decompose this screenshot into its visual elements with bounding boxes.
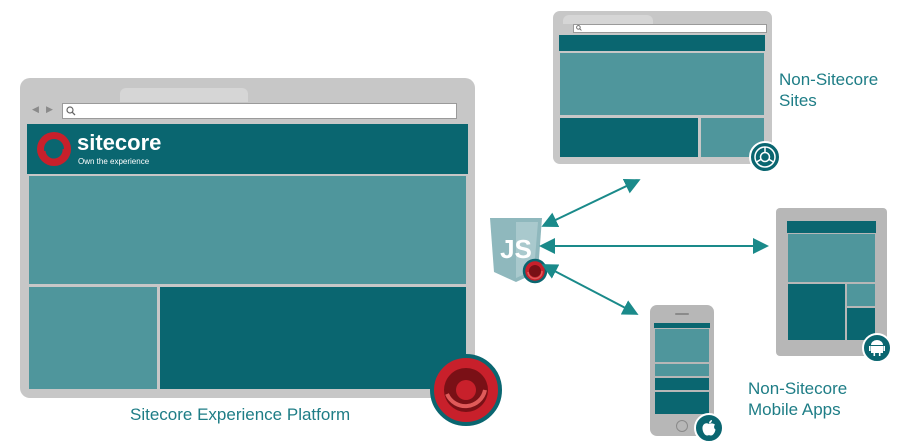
- sitecore-badge-icon: [430, 354, 502, 426]
- tablet-device: [776, 208, 887, 356]
- arrow-to-sites: [541, 178, 641, 228]
- platform-label: Sitecore Experience Platform: [130, 405, 351, 424]
- browser-tab: [120, 88, 248, 102]
- apps-label-line1: Non-Sitecore: [748, 379, 848, 398]
- apps-label-line2: Mobile Apps: [748, 400, 841, 419]
- right-content-block: [160, 287, 466, 389]
- left-content-block: [560, 118, 698, 157]
- apple-icon: [694, 413, 724, 443]
- search-icon: [66, 106, 76, 116]
- phone-hero: [655, 329, 709, 362]
- sitecore-logo-icon: [37, 132, 71, 166]
- chrome-icon: [749, 141, 781, 173]
- tablet-hero: [788, 234, 875, 282]
- js-badge-text: JS: [500, 234, 532, 264]
- site-header: [27, 124, 468, 174]
- sitecore-tagline: Own the experience: [78, 157, 150, 166]
- hero-block: [29, 176, 466, 284]
- phone-header: [654, 323, 710, 328]
- address-bar: [573, 24, 767, 33]
- sites-label-line1: Non-Sitecore: [779, 70, 879, 89]
- phone-block-4: [655, 392, 709, 414]
- nav-back-icon: ◀: [32, 104, 39, 114]
- hero-block: [560, 53, 764, 115]
- phone-speaker: [675, 313, 689, 315]
- tablet-left-block: [788, 284, 845, 340]
- address-bar: [62, 103, 457, 119]
- tablet-right-top-block: [847, 284, 875, 306]
- arrow-to-phone: [541, 264, 639, 315]
- phone-home-button: [676, 420, 688, 432]
- sitecore-wordmark: sitecore: [77, 130, 162, 155]
- nav-forward-icon: ▶: [46, 104, 53, 114]
- phone-block-3: [655, 378, 709, 390]
- browser-tab: [563, 15, 653, 24]
- sites-label-line2: Sites: [779, 91, 817, 110]
- non-sitecore-site-window: [553, 11, 772, 164]
- search-icon: [576, 25, 582, 31]
- site-header: [559, 35, 765, 51]
- sitecore-browser-window: ◀ ▶ sitecore Own the experience: [20, 78, 475, 398]
- tablet-header: [787, 221, 876, 233]
- android-icon: [862, 333, 892, 363]
- left-content-block: [29, 287, 157, 389]
- phone-block-2: [655, 364, 709, 376]
